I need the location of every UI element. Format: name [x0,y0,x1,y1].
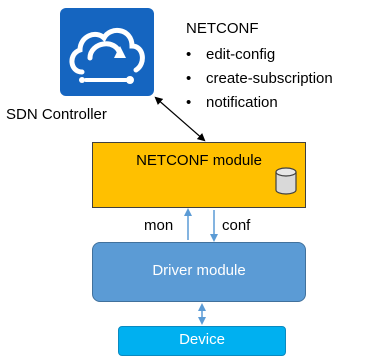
driver-module-label: Driver module [152,262,246,279]
sdn-controller-label: SDN Controller [6,106,107,123]
database-icon [275,167,297,195]
device-box [118,326,286,356]
operation-item: •edit-config [186,46,276,63]
mon-link-label: mon [144,217,174,234]
operation-label: create-subscription [206,70,333,87]
netconf-module-label: NETCONF module [136,152,262,169]
netconf-title: NETCONF [186,20,259,37]
cloud-sync-icon [69,28,145,84]
driver-module-box [92,242,306,302]
device-label: Device [179,331,225,348]
conf-link-label: conf [222,217,251,234]
sdn-controller-box [60,8,154,96]
operation-item: •create-subscription [186,70,333,87]
operation-label: edit-config [206,46,276,63]
netconf-module-box [92,142,306,208]
operation-label: notification [206,94,278,111]
netconf-operations-list: •edit-config •create-subscription •notif… [186,46,333,118]
operation-item: •notification [186,94,278,111]
